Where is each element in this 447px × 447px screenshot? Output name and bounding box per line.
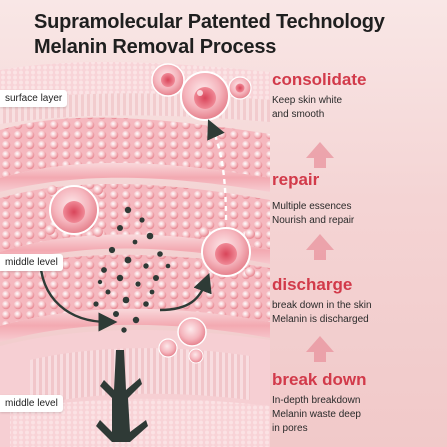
step-text: Melanin waste deep xyxy=(272,409,361,420)
step-heading: discharge xyxy=(272,275,353,294)
arrow-to-right-cell xyxy=(159,273,212,312)
cell-layer-1 xyxy=(0,117,270,178)
title-line-2: Melanin Removal Process xyxy=(34,36,277,58)
step-discharge: discharge break down in the skin Melanin… xyxy=(272,275,442,327)
step-break-down: break down In-depth breakdown Melanin wa… xyxy=(272,370,442,436)
up-arrow-3 xyxy=(306,336,334,362)
cell-cluster-surface xyxy=(180,71,230,121)
arrow-to-surface xyxy=(207,119,228,221)
step-repair: repair Multiple essences Nourish and rep… xyxy=(272,170,442,228)
up-arrow-2 xyxy=(306,234,334,260)
cell-cluster-top xyxy=(151,63,252,100)
step-text: Nourish and repair xyxy=(272,215,355,226)
cell-cluster-left xyxy=(45,185,103,237)
skin-layers-illustration xyxy=(0,62,270,447)
surface-layer-label: surface layer xyxy=(0,90,68,107)
melanocyte xyxy=(96,350,148,442)
step-consolidate: consolidate Keep skin white and smooth xyxy=(272,70,442,122)
step-text: Multiple essences xyxy=(272,201,352,212)
middle-level-label-1: middle level xyxy=(0,254,63,271)
essence-droplets xyxy=(158,317,207,364)
step-text: in pores xyxy=(272,423,308,434)
step-heading: break down xyxy=(272,370,367,389)
middle-level-label-2: middle level xyxy=(0,395,63,412)
cell-cluster-right xyxy=(199,227,255,279)
step-heading: repair xyxy=(272,170,320,189)
step-text: Melanin is discharged xyxy=(272,314,369,325)
step-text: and smooth xyxy=(272,109,325,120)
step-text: In-depth breakdown xyxy=(272,395,361,406)
up-arrow-1 xyxy=(306,142,334,168)
page-title: Supramolecular Patented Technology Melan… xyxy=(34,10,444,60)
step-text: Keep skin white xyxy=(272,95,343,106)
step-text: break down in the skin xyxy=(272,300,372,311)
step-heading: consolidate xyxy=(272,70,367,89)
title-line-1: Supramolecular Patented Technology xyxy=(34,11,385,33)
